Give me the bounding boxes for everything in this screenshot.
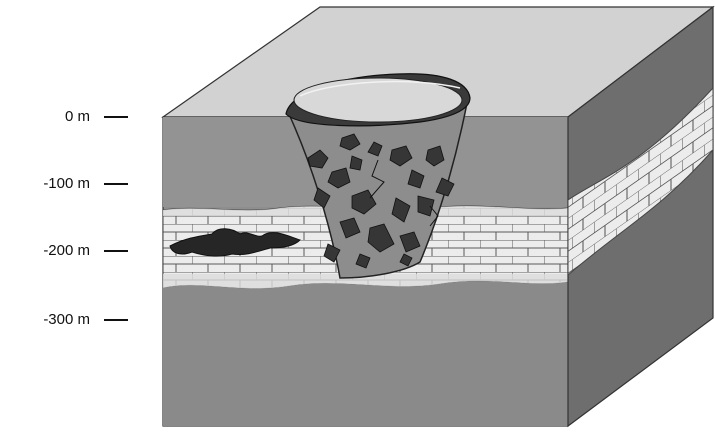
depth-label-200: -200 m — [30, 242, 90, 259]
depth-label-100: -100 m — [30, 175, 90, 192]
front-lower-zone — [163, 281, 568, 426]
breccia-pipe-opening — [294, 78, 462, 122]
depth-ticks — [104, 117, 128, 320]
depth-label-300: -300 m — [30, 311, 90, 328]
depth-label-0: 0 m — [30, 108, 90, 125]
